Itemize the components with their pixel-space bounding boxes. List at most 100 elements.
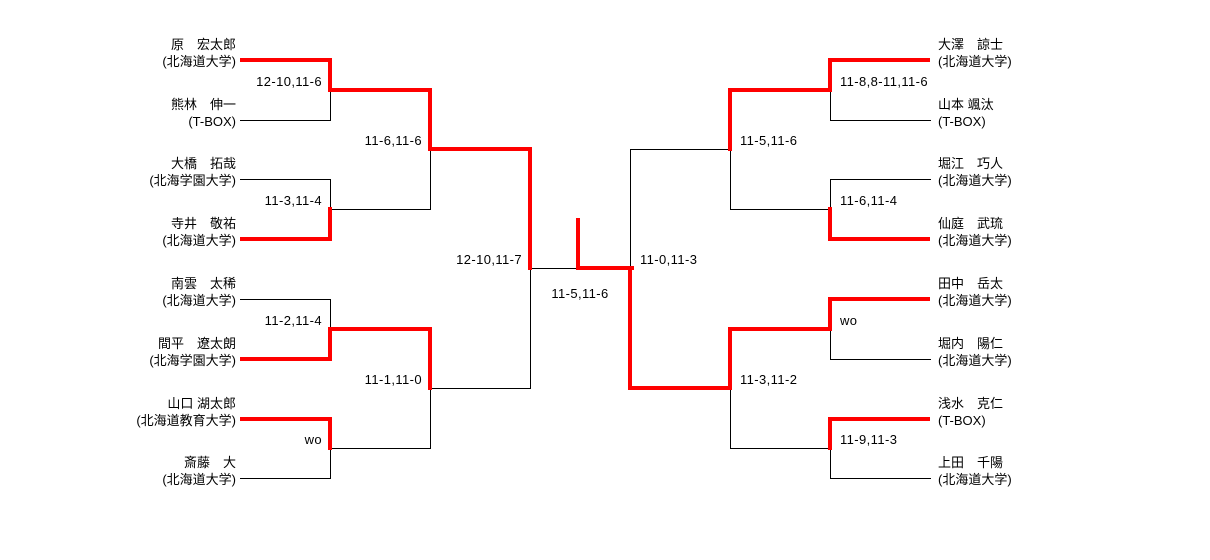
winner-path-line [240, 237, 332, 241]
bracket-line [830, 448, 831, 479]
bracket-line [240, 478, 331, 479]
final-score: 11-5,11-6 [551, 286, 609, 301]
match-score: 11-5,11-6 [740, 133, 798, 148]
winner-path-line [328, 58, 332, 92]
player-affiliation: (北海道大学) [162, 293, 236, 308]
match-score: 11-6,11-6 [364, 133, 422, 148]
player-affiliation: (T-BOX) [938, 413, 986, 428]
bracket-line [530, 268, 531, 389]
winner-path-line [828, 237, 930, 241]
bracket-line [430, 149, 431, 210]
player-affiliation: (T-BOX) [188, 114, 236, 129]
player-name: 堀江 巧人 [938, 156, 1004, 171]
player-entry: 田中 岳太 (北海道大学) [938, 275, 1012, 309]
winner-path-line [628, 266, 632, 390]
bracket-line [830, 179, 831, 210]
winner-path-line [428, 327, 432, 390]
winner-path-line [828, 58, 930, 62]
winner-path-line [328, 327, 332, 361]
winner-path-line [828, 417, 930, 421]
bracket-line [330, 209, 431, 210]
bracket-line [330, 299, 331, 330]
winner-path-line [328, 207, 332, 241]
bracket-line [830, 120, 931, 121]
bracket-line [630, 149, 731, 150]
player-affiliation: (北海学園大学) [149, 173, 236, 188]
winner-path-line [328, 88, 432, 92]
player-affiliation: (北海道大学) [938, 472, 1012, 487]
player-entry: 大橋 拓哉 (北海学園大学) [149, 155, 236, 189]
winner-path-line [528, 147, 532, 270]
player-name: 上田 千陽 [938, 455, 1004, 470]
player-name: 大澤 諒士 [938, 37, 1004, 52]
player-affiliation: (北海道大学) [162, 233, 236, 248]
match-score: 11-9,11-3 [840, 432, 898, 447]
bracket-line [240, 179, 331, 180]
player-name: 山本 颯汰 [938, 97, 994, 112]
match-score: 11-0,11-3 [640, 252, 698, 267]
bracket-line [830, 359, 931, 360]
player-name: 大橋 拓哉 [170, 156, 236, 171]
player-affiliation: (北海道大学) [162, 54, 236, 69]
player-name: 寺井 敬祐 [170, 216, 236, 231]
player-affiliation: (北海道大学) [938, 353, 1012, 368]
winner-path-line [728, 327, 832, 331]
bracket-line [330, 448, 331, 479]
bracket-line [330, 90, 331, 121]
player-name: 熊林 伸一 [170, 97, 236, 112]
player-affiliation: (北海道大学) [938, 233, 1012, 248]
match-score: wo [840, 313, 858, 328]
match-score: 11-6,11-4 [840, 193, 898, 208]
bracket-line [830, 329, 831, 360]
winner-path-line [240, 58, 332, 62]
player-name: 仙庭 武琉 [938, 216, 1004, 231]
winner-path-line [576, 218, 580, 270]
winner-path-line [728, 88, 832, 92]
winner-path-line [328, 417, 332, 450]
player-entry: 上田 千陽 (北海道大学) [938, 454, 1012, 488]
winner-path-line [828, 297, 930, 301]
player-entry: 浅水 克仁 (T-BOX) [938, 395, 1003, 429]
winner-path-line [428, 147, 532, 151]
winner-path-line [240, 417, 332, 421]
bracket-line [240, 120, 331, 121]
player-name: 間平 遼太朗 [157, 336, 236, 351]
player-entry: 南雲 太稀 (北海道大学) [162, 275, 236, 309]
match-score: 11-3,11-2 [740, 372, 798, 387]
winner-path-line [828, 58, 832, 92]
winner-path-line [428, 88, 432, 151]
player-entry: 寺井 敬祐 (北海道大学) [162, 215, 236, 249]
winner-path-line [828, 417, 832, 450]
winner-path-line [628, 386, 732, 390]
bracket-line [730, 209, 831, 210]
player-affiliation: (北海学園大学) [149, 353, 236, 368]
match-score: 11-3,11-4 [264, 193, 322, 208]
bracket-line [830, 478, 931, 479]
winner-path-line [728, 327, 732, 390]
bracket-line [830, 179, 931, 180]
player-name: 南雲 太稀 [170, 276, 236, 291]
player-entry: 原 宏太郎 (北海道大学) [162, 36, 236, 70]
player-entry: 山口 湖太郎 (北海道教育大学) [136, 395, 236, 429]
player-name: 山口 湖太郎 [167, 396, 236, 411]
winner-path-line [240, 357, 332, 361]
player-entry: 堀江 巧人 (北海道大学) [938, 155, 1012, 189]
player-entry: 堀内 陽仁 (北海道大学) [938, 335, 1012, 369]
bracket-line [830, 90, 831, 121]
player-name: 堀内 陽仁 [938, 336, 1004, 351]
bracket-line [330, 179, 331, 210]
bracket-line [330, 448, 431, 449]
player-affiliation: (北海道大学) [162, 472, 236, 487]
match-score: 11-8,8-11,11-6 [840, 74, 928, 89]
winner-path-line [328, 327, 432, 331]
bracket-line [730, 149, 731, 210]
player-entry: 仙庭 武琉 (北海道大学) [938, 215, 1012, 249]
player-name: 浅水 克仁 [938, 396, 1004, 411]
match-score: 11-2,11-4 [264, 313, 322, 328]
player-affiliation: (北海道大学) [938, 173, 1012, 188]
player-name: 斎藤 大 [183, 455, 236, 470]
winner-path-line [828, 207, 832, 241]
player-affiliation: (北海道大学) [938, 293, 1012, 308]
bracket-line [530, 268, 577, 269]
